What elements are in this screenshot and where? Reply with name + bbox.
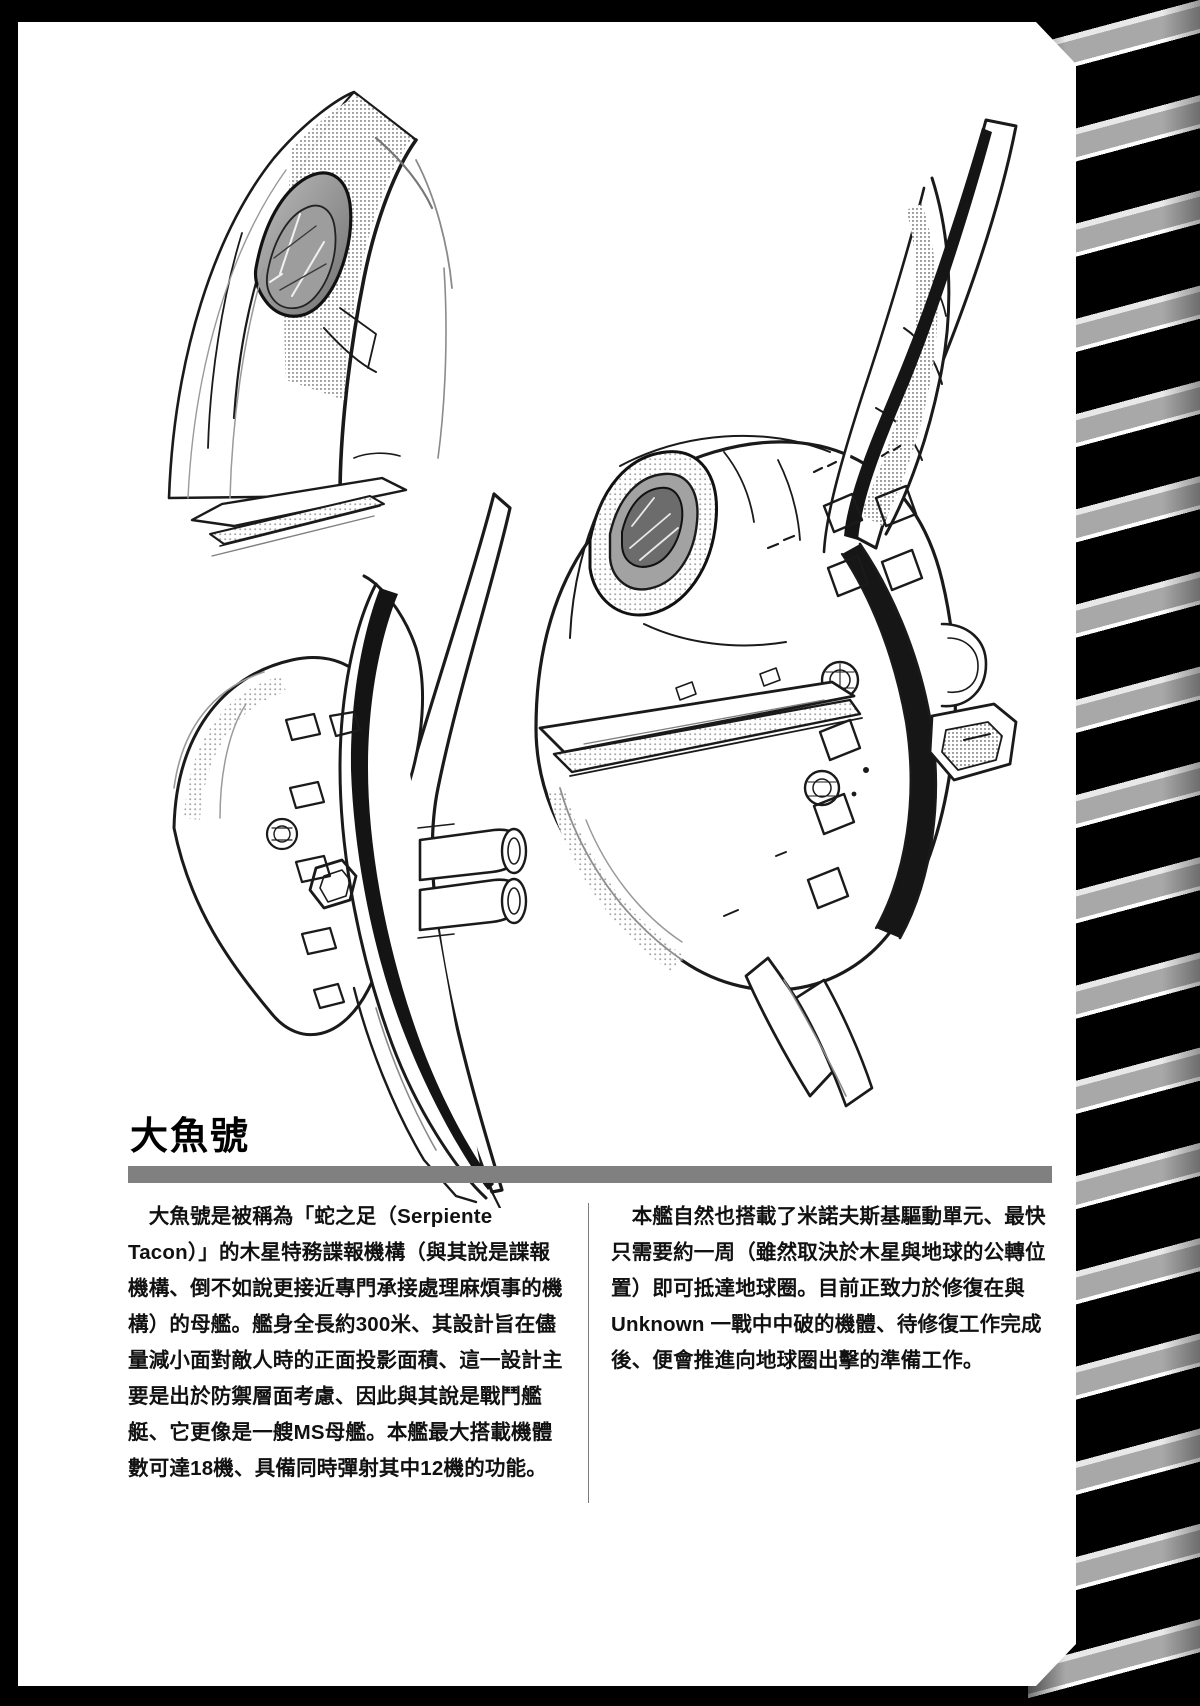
engine-nacelles <box>417 823 528 939</box>
column-divider <box>588 1202 589 1503</box>
spacecraft-lineart-illustration <box>24 28 1070 1208</box>
ship-title: 大魚號 <box>130 1116 251 1158</box>
main-cockpit-canopy <box>588 450 719 617</box>
description-columns: 大魚號是被稱為「蛇之足（Serpiente Tacon）」的木星特務諜報機構（與… <box>128 1199 1052 1503</box>
three-quarter-main-view <box>534 118 1018 1108</box>
cockpit-canopy <box>253 171 353 318</box>
description-text-right: 本艦自然也搭載了米諾夫斯基驅動單元、最快只需要約一周（雖然取決於木星與地球的公轉… <box>611 1204 1046 1372</box>
ship-caption-block: 大魚號 大魚號是被稱為「蛇之足（Serpiente Tacon）」的木星特務諜報… <box>128 1116 1052 1503</box>
side-profile-view <box>172 492 528 1208</box>
description-text-left: 大魚號是被稱為「蛇之足（Serpiente Tacon）」的木星特務諜報機構（與… <box>128 1204 563 1480</box>
bow-closeup-view <box>167 90 453 557</box>
description-column-left: 大魚號是被稱為「蛇之足（Serpiente Tacon）」的木星特務諜報機構（與… <box>128 1199 588 1487</box>
page-content-area: 大魚號 大魚號是被稱為「蛇之足（Serpiente Tacon）」的木星特務諜報… <box>24 28 1070 1680</box>
title-divider-rule <box>128 1165 1052 1183</box>
description-column-right: 本艦自然也搭載了米諾夫斯基驅動單元、最快只需要約一周（雖然取決於木星與地球的公轉… <box>611 1199 1051 1379</box>
